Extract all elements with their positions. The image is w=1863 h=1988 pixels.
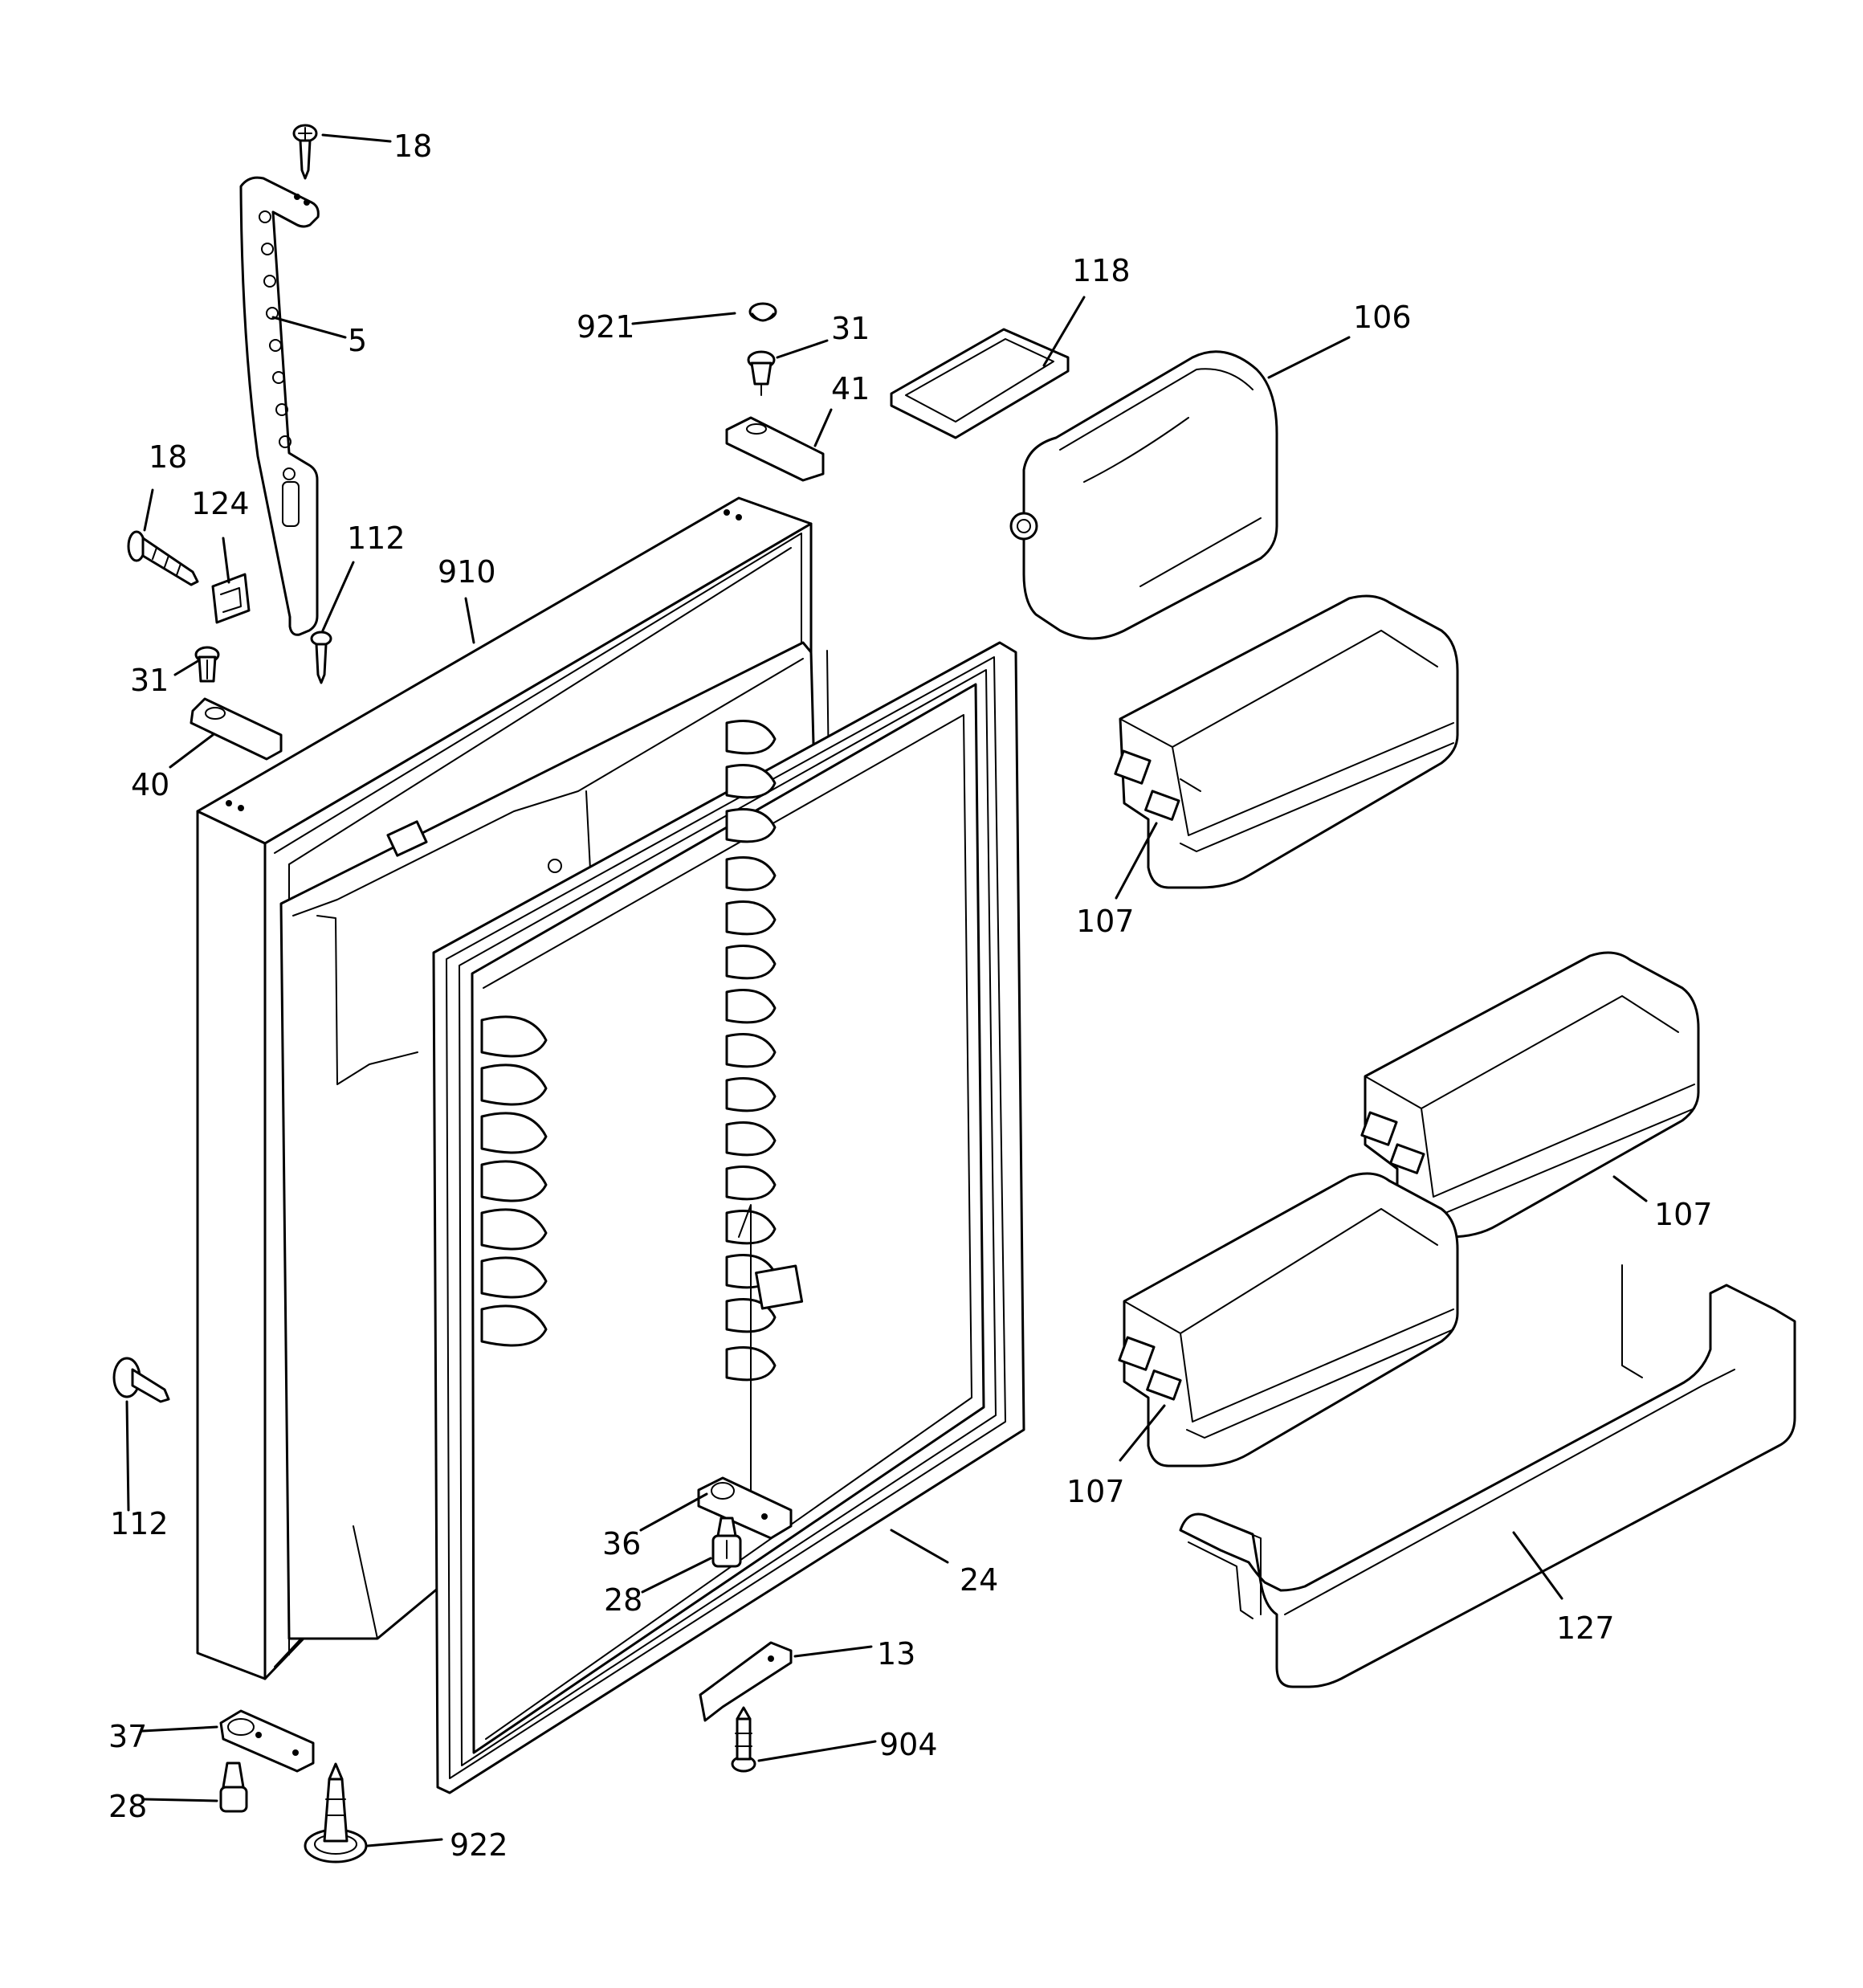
plug-31-top <box>747 350 776 396</box>
callout-921: 921 <box>577 309 635 345</box>
callout-28-low: 28 <box>108 1789 147 1824</box>
leader-lines <box>125 133 1648 1847</box>
callout-112-top: 112 <box>347 520 406 556</box>
bushing-28-mid <box>711 1517 742 1568</box>
callout-922: 922 <box>450 1827 508 1863</box>
leveler-922 <box>304 1762 368 1863</box>
hinge-cover-40 <box>190 697 283 761</box>
dairy-door-106 <box>1009 350 1278 640</box>
plug-31-left <box>194 646 220 683</box>
plug-921 <box>748 302 777 322</box>
callout-28-mid: 28 <box>604 1582 642 1618</box>
callout-5: 5 <box>348 323 367 358</box>
hinge-cover-41 <box>725 416 825 482</box>
callout-118: 118 <box>1072 253 1131 288</box>
screw-18-left <box>127 530 199 586</box>
callout-18-left: 18 <box>149 439 187 475</box>
door-gasket-24 <box>432 641 1025 1794</box>
callout-904: 904 <box>879 1727 938 1762</box>
callout-18-top: 18 <box>393 129 432 164</box>
bushing-28-low <box>219 1761 248 1813</box>
screw-112-left <box>112 1357 170 1403</box>
callout-24: 24 <box>960 1562 998 1598</box>
callout-31-left: 31 <box>130 663 169 698</box>
callout-127: 127 <box>1556 1610 1615 1646</box>
hinge-13 <box>699 1641 793 1722</box>
callout-41: 41 <box>831 371 870 406</box>
callout-910: 910 <box>438 554 496 590</box>
callout-107-c: 107 <box>1066 1474 1125 1509</box>
hinge-37 <box>219 1709 315 1773</box>
clip-124 <box>211 573 251 624</box>
door-ribs-left <box>480 1015 548 1347</box>
callout-124: 124 <box>191 486 250 521</box>
callout-40: 40 <box>131 767 169 802</box>
tray-118 <box>890 328 1070 439</box>
door-bin-107-a <box>1114 594 1459 889</box>
door-bin-107-c <box>1118 1172 1459 1468</box>
callout-107-b: 107 <box>1654 1197 1713 1232</box>
callout-31-top: 31 <box>831 311 870 346</box>
callout-112-left: 112 <box>110 1506 169 1541</box>
screw-904 <box>731 1706 756 1773</box>
screw-112-top <box>310 631 332 684</box>
callout-36: 36 <box>602 1526 641 1561</box>
door-bin-127 <box>1179 1264 1796 1688</box>
hinge-36 <box>697 1476 793 1540</box>
callout-37: 37 <box>108 1719 147 1754</box>
callout-106: 106 <box>1353 300 1412 335</box>
callout-labels: 18 5 921 31 41 118 106 18 124 112 910 31… <box>108 129 1713 1863</box>
screw-18-top <box>292 124 318 180</box>
door-handle-5 <box>239 176 320 636</box>
callout-13: 13 <box>877 1636 915 1672</box>
callout-107-a: 107 <box>1076 904 1135 939</box>
